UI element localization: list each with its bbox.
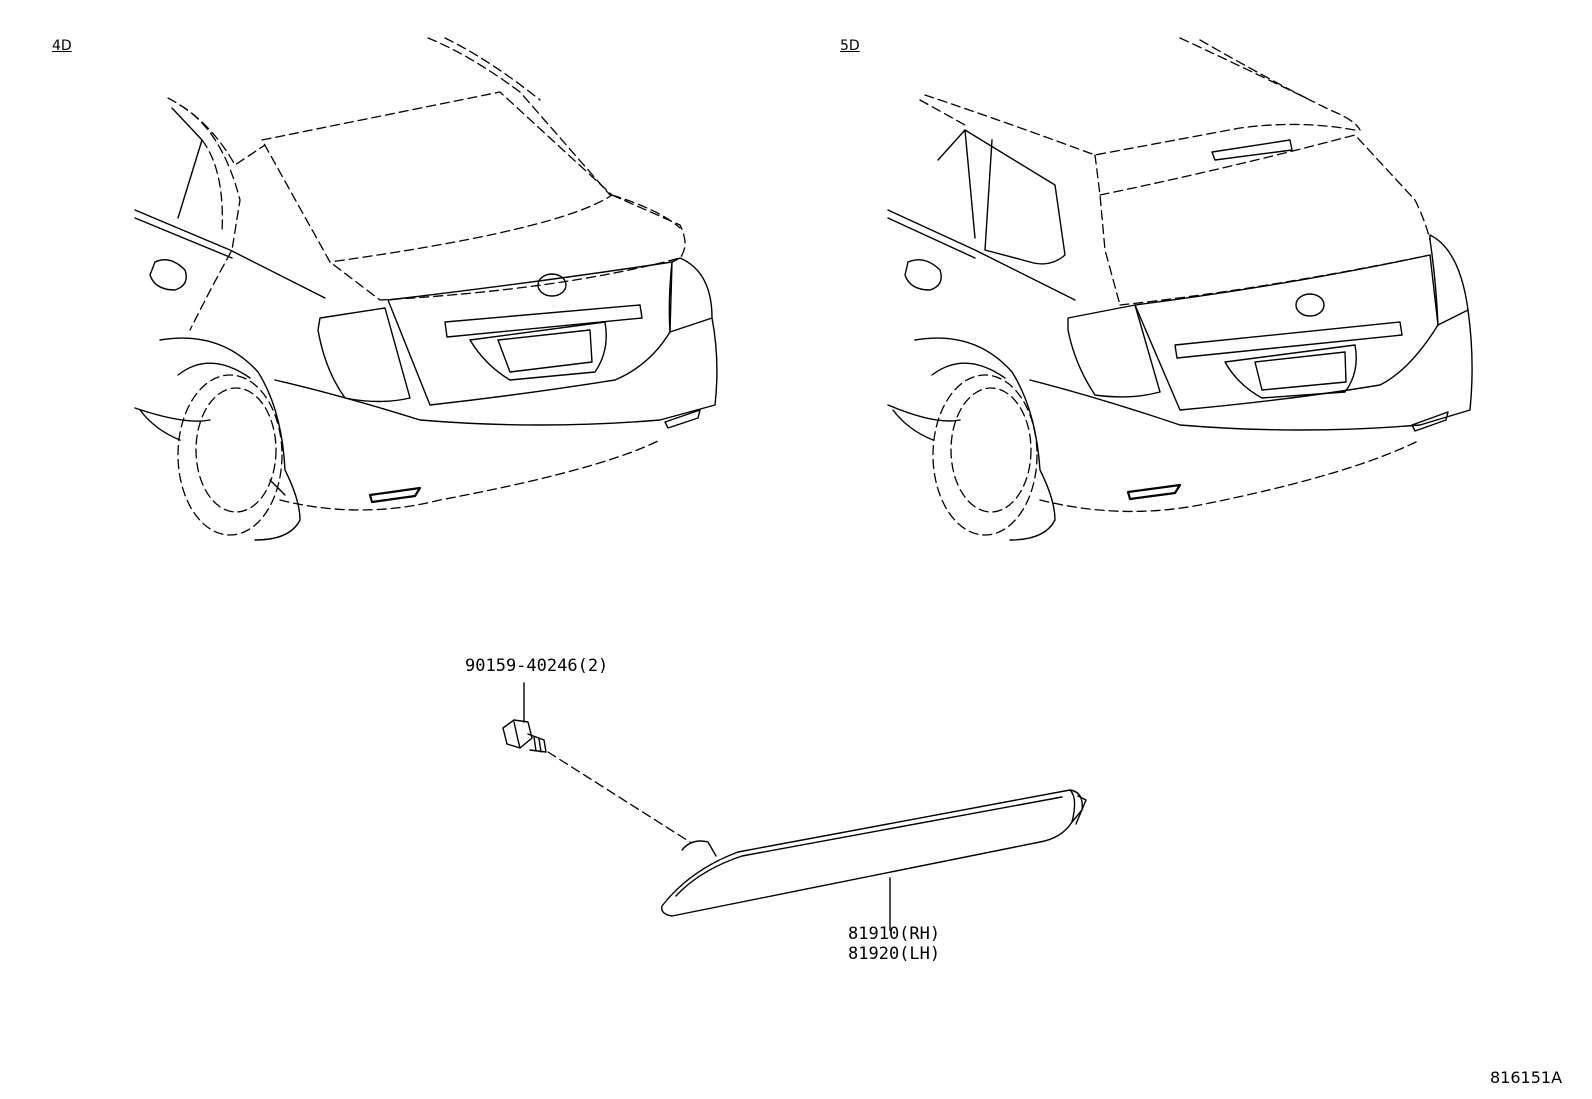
reflector-rh-part-number: 81910(RH): [848, 924, 941, 944]
sedan-rear-view: [134, 37, 718, 541]
wagon-rear-view: [887, 37, 1473, 541]
illustration-id: 816151A: [1490, 1068, 1563, 1087]
reflector-part: [661, 789, 1087, 931]
wagon-view-tag: 5D: [840, 38, 860, 54]
sedan-view-tag: 4D: [52, 38, 72, 54]
bolt-part: [502, 682, 691, 843]
reflector-lh-part-number: 81920(LH): [848, 944, 941, 964]
bolt-part-number: 90159-40246(2): [465, 656, 609, 676]
